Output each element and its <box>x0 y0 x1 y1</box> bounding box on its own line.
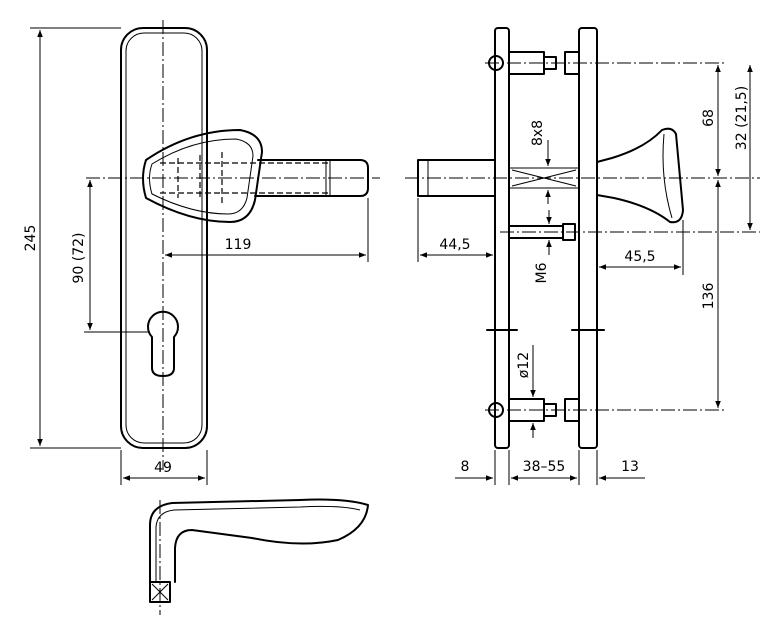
escutcheon-plate <box>120 27 208 449</box>
outer-plate <box>494 27 510 449</box>
dim-bolt-diameter: ø12 <box>516 352 532 378</box>
dim-handle-length: 119 <box>225 237 252 253</box>
dim-inner-plate-thickness: 13 <box>621 459 639 475</box>
cylinder-keyhole <box>147 310 179 377</box>
handle-rose-inner <box>149 138 254 215</box>
front-view: 245 90 (72) 119 49 <box>23 20 380 485</box>
dim-square-spindle: 8x8 <box>530 120 546 146</box>
dim-door-thickness: 38–55 <box>523 459 566 475</box>
dim-plate-width: 49 <box>154 460 172 476</box>
dim-fixing-spacing: 136 <box>701 283 717 310</box>
side-view: 44,5 8x8 M6 45,5 68 32 (21,5) 136 ø12 8 <box>405 27 760 485</box>
dim-spindle-projection: 44,5 <box>439 237 470 253</box>
dim-top-offset-a: 68 <box>701 109 717 127</box>
inner-knob <box>596 127 684 224</box>
handle-shaft <box>254 159 369 197</box>
square-spindle-section <box>508 167 580 189</box>
handle-lever-outline <box>149 498 369 583</box>
handle-top-view <box>149 498 369 615</box>
dim-screw-thread: M6 <box>534 262 550 283</box>
escutcheon-plate-inner-edge <box>125 32 203 444</box>
dim-outer-plate-thickness: 8 <box>461 459 470 475</box>
dim-inner-projection: 45,5 <box>624 249 655 265</box>
inner-knob-detail <box>662 133 673 219</box>
inner-plate <box>578 27 598 449</box>
dim-top-offset-b: 32 (21,5) <box>734 86 750 150</box>
dim-spindle-to-cylinder: 90 (72) <box>71 232 87 283</box>
handle-rose <box>142 129 263 223</box>
dim-plate-height: 245 <box>23 225 39 252</box>
handle-lever-inner <box>155 505 361 582</box>
